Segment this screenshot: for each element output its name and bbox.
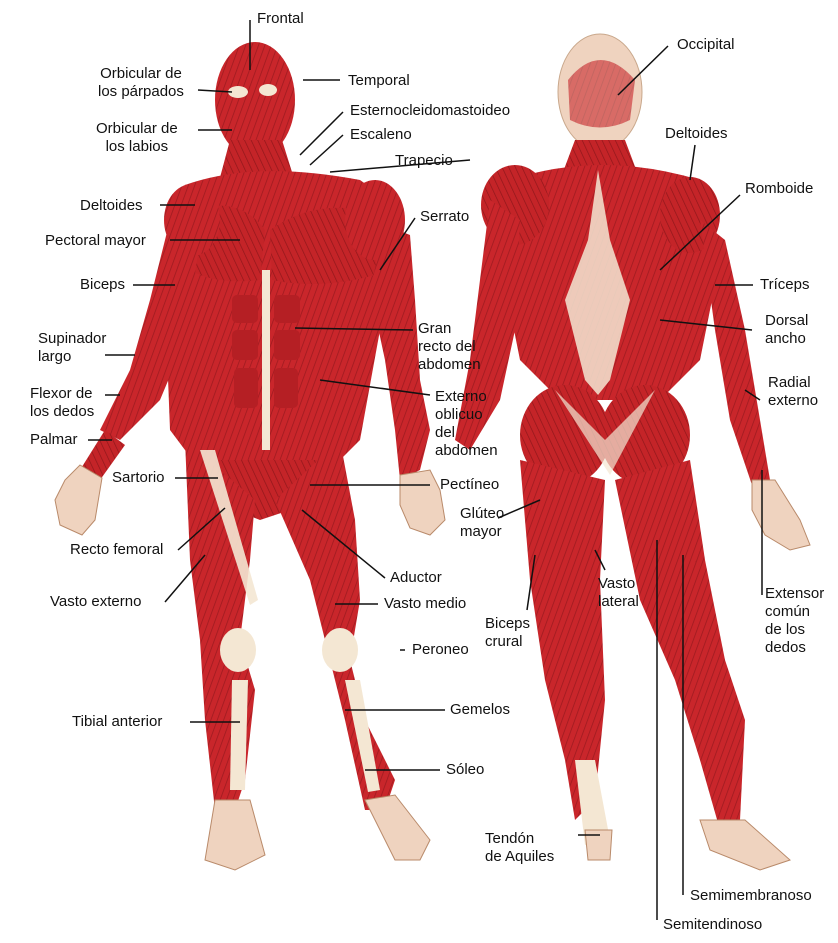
label-externo-oblicuo: Externo oblicuo del abdomen [435,388,498,460]
label-tendon-aquiles: Tendón de Aquiles [485,830,554,866]
label-recto-femoral: Recto femoral [70,541,163,559]
label-tibial-anterior: Tibial anterior [72,713,162,731]
label-serrato: Serrato [420,208,469,226]
label-gluteo-mayor: Glúteo mayor [460,505,504,541]
label-peroneo: Peroneo [412,641,469,659]
label-romboide: Romboide [745,180,813,198]
label-orbicular-parpados: Orbicular de los párpados [98,65,184,101]
label-esternocleidomastoideo: Esternocleidomastoideo [350,102,510,120]
label-biceps-crural: Biceps crural [485,615,530,651]
label-semimembranoso: Semimembranoso [690,887,812,905]
label-pectineo: Pectíneo [440,476,499,494]
label-vasto-lateral: Vasto lateral [598,575,639,611]
label-soleo: Sóleo [446,761,484,779]
label-vasto-medio: Vasto medio [384,595,466,613]
label-semitendinoso: Semitendinoso [663,916,762,934]
label-palmar: Palmar [30,431,78,449]
label-pectoral-mayor: Pectoral mayor [45,232,146,250]
label-radial-externo: Radial externo [768,374,818,410]
label-gemelos: Gemelos [450,701,510,719]
label-escaleno: Escaleno [350,126,412,144]
label-frontal: Frontal [257,10,304,28]
label-gran-recto: Gran recto del abdomen [418,320,481,374]
label-dorsal-ancho: Dorsal ancho [765,312,808,348]
label-deltoides-front: Deltoides [80,197,143,215]
label-vasto-externo: Vasto externo [50,593,141,611]
label-orbicular-labios: Orbicular de los labios [96,120,178,156]
label-temporal: Temporal [348,72,410,90]
label-occipital: Occipital [677,36,735,54]
label-aductor: Aductor [390,569,442,587]
back-figure [455,34,810,870]
label-biceps: Biceps [80,276,125,294]
label-deltoides-back: Deltoides [665,125,728,143]
front-figure [55,42,445,870]
label-sartorio: Sartorio [112,469,165,487]
label-extensor-comun: Extensor común de los dedos [765,585,824,657]
label-flexor-dedos: Flexor de los dedos [30,385,94,421]
label-supinador-largo: Supinador largo [38,330,106,366]
label-trapecio: Trapecio [395,152,453,170]
label-triceps: Tríceps [760,276,809,294]
